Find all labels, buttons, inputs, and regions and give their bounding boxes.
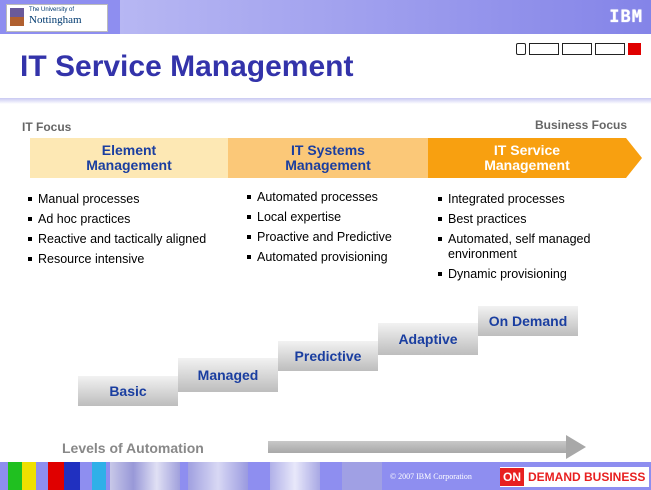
- step-predictive: Predictive: [278, 341, 378, 371]
- list-item: Automated processes: [245, 190, 425, 205]
- header-line: IT Systems: [291, 142, 365, 158]
- list-item: Automated, self managed environment: [436, 232, 636, 262]
- footer-photo-strip: [270, 462, 320, 490]
- list-item: Local expertise: [245, 210, 425, 225]
- logo-name: Nottingham: [29, 14, 82, 26]
- header-line: Management: [86, 157, 172, 173]
- progress-segment: [516, 43, 526, 55]
- list-item: Manual processes: [26, 192, 236, 207]
- footer-color-block: [48, 462, 64, 490]
- step-basic: Basic: [78, 376, 178, 406]
- it-focus-label: IT Focus: [22, 120, 72, 134]
- list-item: Ad hoc practices: [26, 212, 236, 227]
- list-item: Integrated processes: [436, 192, 636, 207]
- on-badge: ON: [500, 468, 524, 486]
- progress-segment: [562, 43, 592, 55]
- arrow-head-icon: [566, 435, 586, 459]
- title-divider: [0, 98, 651, 104]
- element-management-list: Manual processes Ad hoc practices Reacti…: [26, 192, 236, 272]
- footer-photo-strip: [110, 462, 180, 490]
- footer-color-block: [92, 462, 106, 490]
- ibm-logo: IBM: [609, 7, 643, 27]
- footer-photo-strip: [342, 462, 382, 490]
- tagline: DEMAND BUSINESS: [528, 470, 646, 484]
- on-demand-business-logo: ON DEMAND BUSINESS: [500, 467, 650, 487]
- university-logo: The University of Nottingham: [6, 4, 108, 32]
- footer-color-block: [22, 462, 36, 490]
- step-on-demand: On Demand: [478, 306, 578, 336]
- automation-arrow: [268, 441, 568, 453]
- it-service-management-list: Integrated processes Best practices Auto…: [436, 192, 636, 287]
- progress-segment: [595, 43, 625, 55]
- slide-progress-indicator: [516, 43, 641, 55]
- footer-color-block: [64, 462, 80, 490]
- crest-icon: [10, 8, 24, 26]
- business-focus-label: Business Focus: [534, 118, 627, 132]
- list-item: Reactive and tactically aligned: [26, 232, 236, 247]
- progress-segment: [529, 43, 559, 55]
- list-item: Best practices: [436, 212, 636, 227]
- copyright-text: © 2007 IBM Corporation: [390, 472, 472, 481]
- footer-color-block: [8, 462, 22, 490]
- automation-axis-label: Levels of Automation: [62, 440, 204, 456]
- header-line: Management: [285, 157, 371, 173]
- list-item: Dynamic provisioning: [436, 267, 636, 282]
- arrow-tip: [626, 138, 642, 178]
- progress-current-segment: [628, 43, 641, 55]
- header-line: Element: [101, 142, 157, 158]
- list-item: Automated provisioning: [245, 250, 425, 265]
- step-managed: Managed: [178, 358, 278, 392]
- header-line: Management: [484, 157, 570, 173]
- list-item: Proactive and Predictive: [245, 230, 425, 245]
- header-line: IT Service: [493, 142, 561, 158]
- step-adaptive: Adaptive: [378, 323, 478, 355]
- footer-photo-strip: [188, 462, 248, 490]
- it-systems-management-list: Automated processes Local expertise Proa…: [245, 190, 425, 270]
- slide-title: IT Service Management: [20, 50, 354, 83]
- list-item: Resource intensive: [26, 252, 236, 267]
- top-bar-gradient: [120, 0, 651, 34]
- logo-subtitle: The University of: [29, 7, 75, 13]
